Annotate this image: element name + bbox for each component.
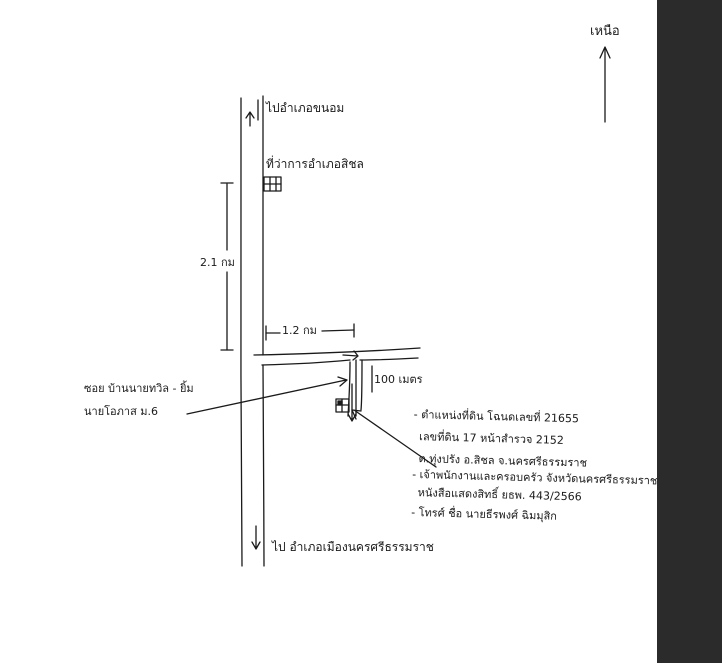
soi-label-line1: ซอย บ้านนายทวิล - ยิ้ม <box>84 382 194 395</box>
dark-side-strip <box>657 0 722 663</box>
north-arrow-icon <box>599 46 611 123</box>
distance-marker-side <box>265 323 355 341</box>
land-notes: - ตำแหน่งที่ดิน โฉนดเลขที่ 21655 เลขที่ด… <box>411 404 659 530</box>
distance-marker-main <box>220 182 234 351</box>
route-sketch <box>186 46 611 567</box>
north-label: เหนือ <box>590 24 620 39</box>
land-plot-icon <box>335 398 350 413</box>
road-label-to-south: ไป อำเภอเมืองนครศรีธรรมราช <box>272 540 434 554</box>
landmark-label: ที่ว่าการอำเภอสิชล <box>266 157 364 171</box>
building-icon <box>263 176 282 192</box>
side-road <box>253 347 421 366</box>
distance-label-side: 1.2 กม <box>282 324 317 337</box>
main-road <box>239 95 265 567</box>
distance-label-main: 2.1 กม <box>200 256 235 269</box>
soi-label-line2: นายโอภาส ม.6 <box>84 405 159 418</box>
distance-label-lane: 100 เมตร <box>374 373 423 386</box>
soi-pointer-line <box>186 376 348 415</box>
road-label-to-north: ไปอำเภอขนอม <box>266 101 345 115</box>
notes-pointer-line <box>351 409 437 468</box>
paper-sheet <box>0 0 657 663</box>
lane-road <box>347 359 363 422</box>
